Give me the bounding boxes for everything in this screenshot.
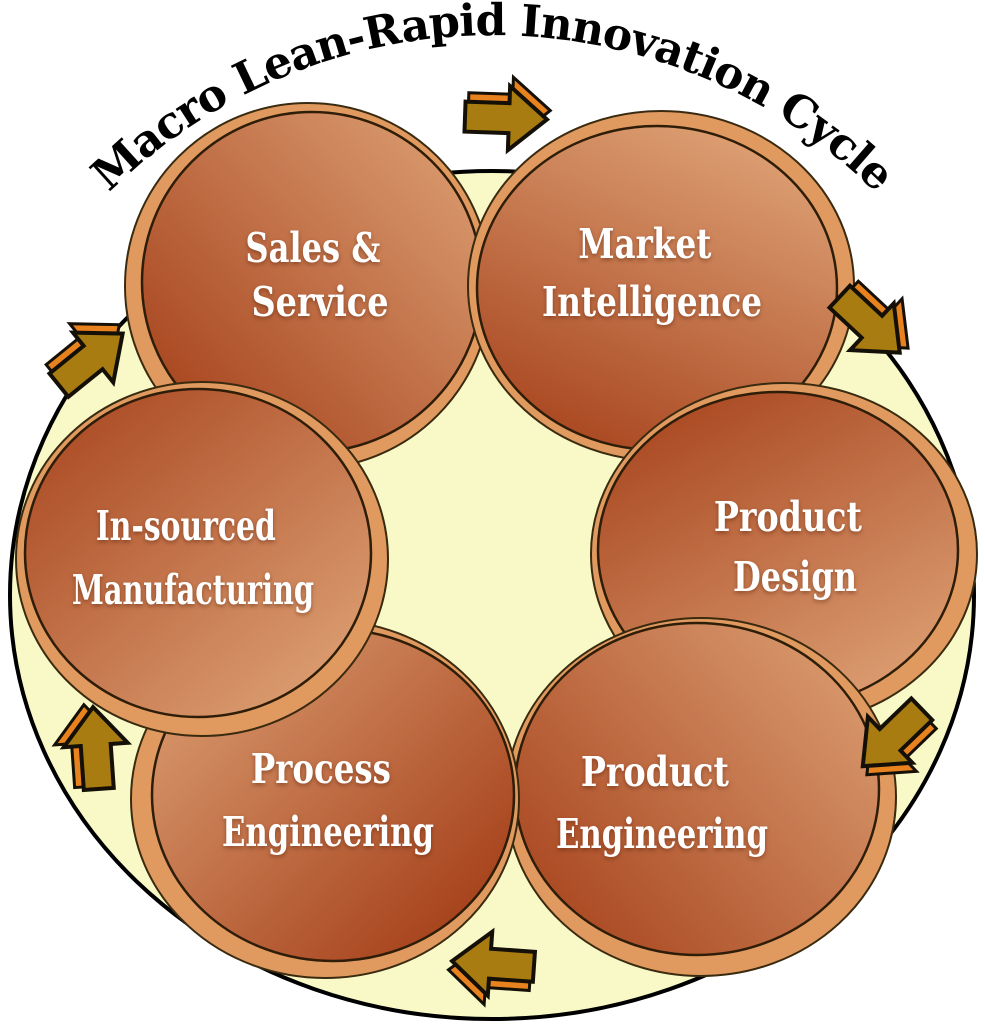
arrow-right-icon (462, 81, 551, 155)
stage-label-line2: Intelligence (542, 278, 762, 326)
arrow-up-icon (59, 704, 133, 793)
stage-label-line1: Product (714, 493, 862, 541)
arrow-top-right-icon (462, 73, 553, 155)
stage-label: Market Intelligence (542, 220, 762, 326)
stage-label-line1: Product (581, 748, 729, 796)
stage-product-engineering: Product Engineering (505, 617, 897, 977)
stage-label: Product Design (714, 493, 876, 601)
stage-label-line2: Design (733, 553, 857, 601)
arrow-right-lower-icon (860, 695, 939, 777)
stage-label-line2: Engineering (556, 810, 768, 858)
arrow-right-upper-icon (826, 279, 910, 355)
stage-circle (23, 387, 373, 719)
stage-label: In-sourced Manufacturing (72, 502, 314, 614)
stage-label-line1: Sales & (245, 224, 380, 272)
arrow-left-upper-icon (44, 322, 126, 400)
cycle-arrows (44, 73, 939, 1008)
stage-label-line1: In-sourced (96, 502, 276, 550)
arrow-left-icon (449, 927, 538, 1001)
arrow-down-right-icon (826, 282, 902, 355)
stage-label-line2: Engineering (222, 808, 434, 856)
stage-in-sourced-manufacturing: In-sourced Manufacturing (15, 381, 389, 737)
arrow-left-lower-icon (51, 702, 133, 793)
stage-label: Product Engineering (556, 748, 768, 858)
arrow-down-left-icon (860, 695, 936, 769)
stage-label-line2: Manufacturing (72, 566, 314, 614)
stage-market-intelligence: Market Intelligence (467, 110, 855, 462)
stage-sales-service: Sales & Service (124, 102, 492, 470)
stage-label: Process Engineering (222, 745, 434, 856)
stage-label-line1: Market (578, 220, 711, 268)
stage-label-line1: Process (251, 745, 391, 793)
arrow-bottom-icon (446, 927, 538, 1008)
arrow-up-right-icon (46, 330, 126, 400)
stage-label-line2: Service (252, 278, 389, 326)
stage-label: Sales & Service (245, 224, 394, 326)
